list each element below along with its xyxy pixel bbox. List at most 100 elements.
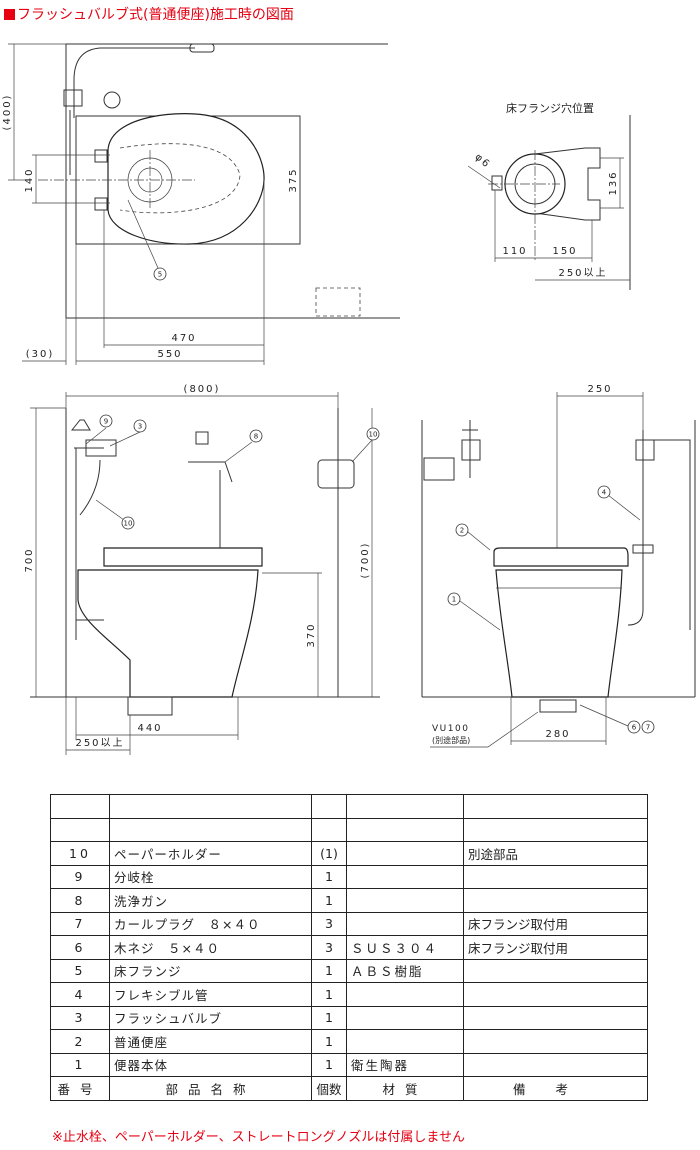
- wash-gun-side: [188, 461, 233, 548]
- callout-10-holder: 10: [366, 427, 380, 441]
- vu100-label: VU100: [432, 724, 469, 734]
- dim-150-label: 150: [552, 246, 577, 257]
- construction-drawing: (400) 140 375 470 550 (30) 5 床フランジ穴位置 φ6…: [2, 43, 696, 755]
- callout-1: 1: [447, 592, 461, 606]
- cell-remarks: [463, 958, 648, 983]
- dim-550-label: 550: [157, 349, 182, 360]
- callout-10-pipe: 10: [121, 516, 135, 530]
- svg-text:9: 9: [104, 418, 108, 426]
- cell-name: 便器本体: [109, 1052, 312, 1077]
- cell-no: 2: [50, 1029, 110, 1054]
- dim-136-label: 136: [608, 170, 619, 195]
- cell-remarks: [463, 817, 648, 842]
- cell-no: 5: [50, 958, 110, 983]
- cell-material: [346, 1029, 464, 1054]
- cell-remarks: 床フランジ取付用: [463, 935, 648, 960]
- valve-right: [635, 439, 655, 461]
- header-material: 材質: [346, 1076, 464, 1101]
- cell-remarks: [463, 888, 648, 913]
- callout-5: 5: [153, 267, 167, 281]
- cell-no: 4: [50, 982, 110, 1007]
- cell-name: 木ネジ ５×４０: [109, 935, 312, 960]
- dim-550: [22, 244, 264, 365]
- cell-name: 床フランジ: [109, 958, 312, 983]
- svg-text:6: 6: [632, 724, 637, 732]
- table-header-row: 番号 部品名称 個数 材質 備考: [50, 1076, 648, 1101]
- cell-name: 分岐栓: [109, 864, 312, 889]
- title-text: フラッシュバルブ式(普通便座)施工時の図面: [17, 7, 294, 23]
- cell-no: 9: [50, 864, 110, 889]
- plan-view: (400) 140 375 470 550 (30) 5: [2, 43, 400, 365]
- hinge-bottom: [94, 197, 108, 211]
- drain-pipe: [127, 696, 173, 716]
- supply-pipe: [69, 47, 195, 175]
- dim-140-label: 140: [24, 167, 35, 192]
- bowl-hidden: [119, 143, 241, 214]
- cell-qty: 1: [311, 1005, 347, 1030]
- cell-qty: 1: [311, 982, 347, 1007]
- dim-800: [65, 392, 339, 408]
- supply-pipes: [462, 420, 691, 630]
- header-no: 番号: [50, 1076, 110, 1101]
- svg-text:1: 1: [452, 596, 456, 604]
- dim-110-150: [494, 190, 593, 262]
- dim-250-label: 250以上: [558, 267, 607, 279]
- cell-name: 洗浄ガン: [109, 888, 312, 913]
- branch-valve-handle: [70, 419, 91, 431]
- cell-qty: 1: [311, 1029, 347, 1054]
- cell-material: [346, 841, 464, 866]
- cell-no: 3: [50, 1005, 110, 1030]
- red-square-icon: [4, 9, 15, 20]
- callout-9: 9: [99, 414, 113, 428]
- screw-tab: [491, 175, 503, 191]
- cell-name: ペーパーホルダー: [109, 841, 312, 866]
- header-remarks: 備考: [463, 1076, 648, 1101]
- dim-370-label: 370: [306, 622, 317, 647]
- cell-remarks: [463, 1029, 648, 1054]
- cell-remarks: 床フランジ取付用: [463, 911, 648, 936]
- dim-370: [262, 572, 322, 697]
- dim-30-label: (30): [26, 349, 55, 360]
- cell-remarks: [463, 794, 648, 819]
- dim-110-label: 110: [502, 246, 527, 257]
- front-elevation: (800) 700 (700) 370 440 250以上 9 3 8 10 1…: [24, 384, 380, 755]
- dim-250: [65, 697, 131, 755]
- callout-7: 7: [641, 720, 655, 734]
- callout-8: 8: [249, 429, 263, 443]
- svg-text:10: 10: [369, 431, 378, 439]
- wash-gun: [189, 43, 215, 53]
- dim-470-label: 470: [171, 333, 196, 344]
- cell-material: [346, 864, 464, 889]
- dim-250-label: 250以上: [75, 737, 124, 749]
- bowl: [495, 569, 623, 698]
- cell-material: [346, 817, 464, 842]
- cell-remarks: [463, 1005, 648, 1030]
- cell-no: [50, 817, 110, 842]
- dim-250-label: 250: [587, 384, 612, 395]
- wash-gun-holder: [195, 431, 209, 445]
- cell-name: カールプラグ ８×４０: [109, 911, 312, 936]
- callout-6: 6: [627, 720, 641, 734]
- dim-400-label: (400): [2, 94, 13, 131]
- dim-250: [556, 392, 644, 560]
- pipe-clamp: [632, 544, 654, 554]
- dim-470: [103, 180, 265, 365]
- svg-text:8: 8: [254, 433, 258, 441]
- cell-qty: 3: [311, 935, 347, 960]
- callout-3: 3: [133, 419, 147, 433]
- cell-no: 7: [50, 911, 110, 936]
- leader-5: [127, 199, 159, 269]
- cell-material: [346, 888, 464, 913]
- drain: [539, 699, 577, 713]
- cell-no: 1: [50, 1052, 110, 1077]
- branch-valve-plan: [63, 89, 83, 107]
- dim-440: [75, 697, 239, 740]
- cell-qty: 1: [311, 864, 347, 889]
- cell-no: 8: [50, 888, 110, 913]
